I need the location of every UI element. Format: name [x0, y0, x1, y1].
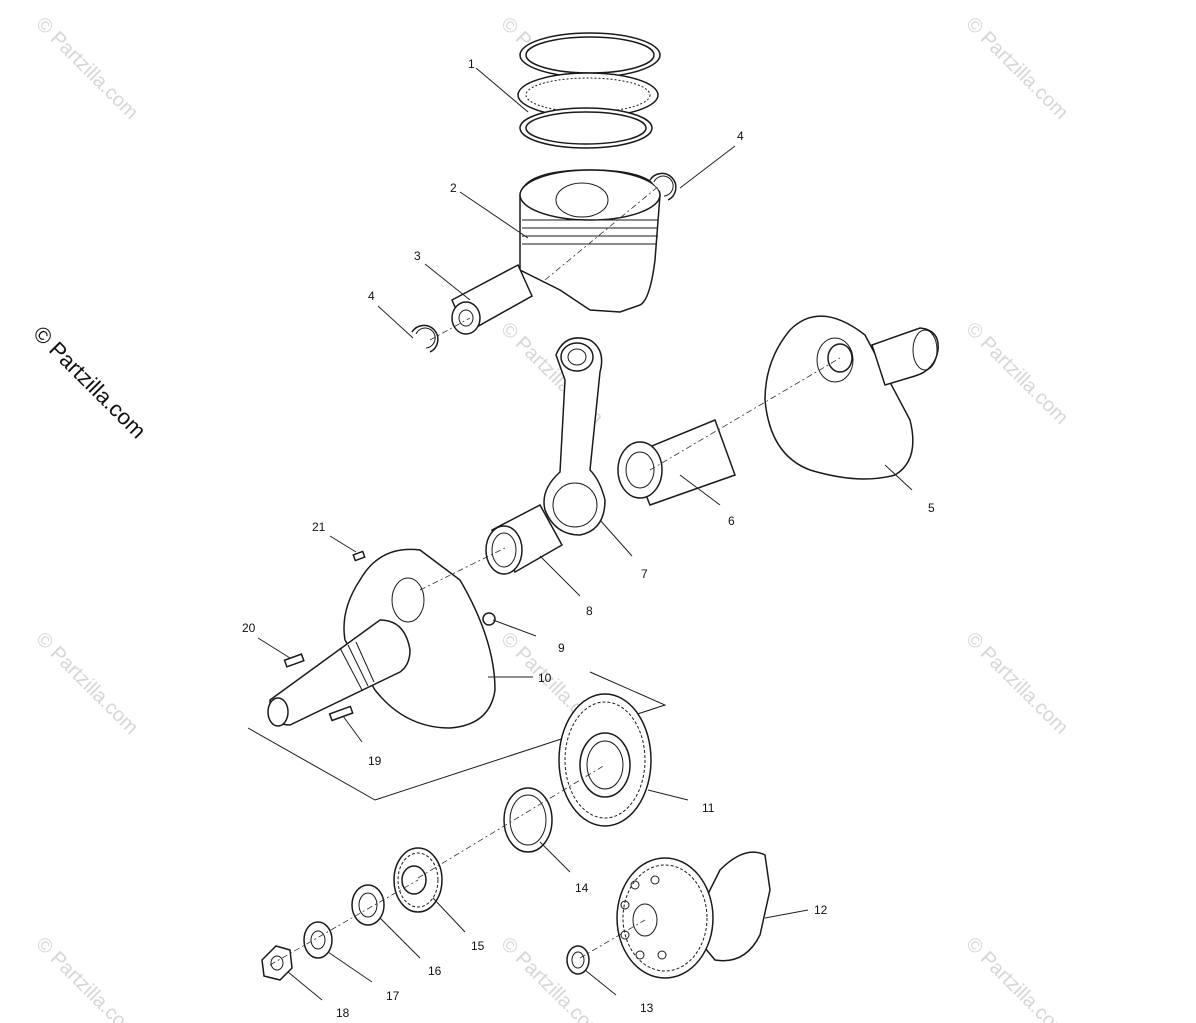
needle-bearing — [485, 503, 564, 575]
copyright-notice: © Partzilla.com — [28, 321, 151, 444]
connecting-rod — [543, 337, 606, 536]
callout-11: 11 — [702, 801, 715, 815]
callout-labels: 1 2 3 4 4 5 6 7 8 9 10 11 12 13 14 15 16… — [242, 57, 935, 1020]
watermark: © Partzilla.com — [496, 933, 607, 1023]
piston-pin — [451, 263, 533, 335]
drive-gear — [558, 693, 652, 827]
assembly-bracket — [247, 671, 667, 801]
callout-4-lower: 4 — [368, 289, 375, 303]
hex-nut — [261, 945, 293, 981]
circlip-upper — [649, 172, 677, 201]
callout-13: 13 — [640, 1001, 654, 1015]
small-washer — [566, 945, 590, 975]
crankshaft-right-half — [764, 315, 939, 480]
callout-8: 8 — [586, 604, 593, 618]
callout-21: 21 — [312, 520, 326, 534]
callout-5: 5 — [928, 501, 935, 515]
watermark: © Partzilla.com — [961, 13, 1072, 124]
woodruff-key-upper — [283, 653, 305, 668]
collar — [351, 884, 385, 926]
callout-7: 7 — [641, 567, 648, 581]
callout-6: 6 — [728, 514, 735, 528]
piston-rings — [517, 32, 661, 149]
circlip-lower — [411, 324, 439, 353]
callout-18: 18 — [336, 1006, 350, 1020]
crankshaft-left-half — [267, 548, 496, 729]
balancer-shaft — [616, 851, 771, 979]
watermark: © Partzilla.com — [961, 628, 1072, 739]
piston — [519, 169, 661, 313]
callout-9: 9 — [558, 641, 565, 655]
callout-2: 2 — [450, 181, 457, 195]
center-lines — [269, 184, 841, 966]
callout-10: 10 — [538, 671, 552, 685]
callout-15: 15 — [471, 939, 485, 953]
steel-ball — [482, 612, 496, 626]
crank-pin — [617, 419, 736, 506]
washer — [303, 921, 333, 959]
thrust-washer — [503, 787, 553, 853]
leader-lines — [257, 67, 913, 1001]
watermark: © Partzilla.com — [31, 628, 142, 739]
callout-20: 20 — [242, 621, 256, 635]
watermark: © Partzilla.com — [961, 318, 1072, 429]
woodruff-key-lower — [328, 705, 354, 722]
callout-19: 19 — [368, 754, 382, 768]
callout-12: 12 — [814, 903, 828, 917]
watermark: © Partzilla.com — [31, 13, 142, 124]
callout-16: 16 — [428, 964, 442, 978]
callout-17: 17 — [386, 989, 400, 1003]
callout-14: 14 — [575, 881, 589, 895]
watermark: © Partzilla.com — [31, 933, 142, 1023]
watermark: © Partzilla.com — [961, 933, 1072, 1023]
callout-3: 3 — [414, 249, 421, 263]
pin-21 — [352, 550, 366, 562]
callout-1: 1 — [468, 57, 475, 71]
callout-4-upper: 4 — [737, 129, 744, 143]
